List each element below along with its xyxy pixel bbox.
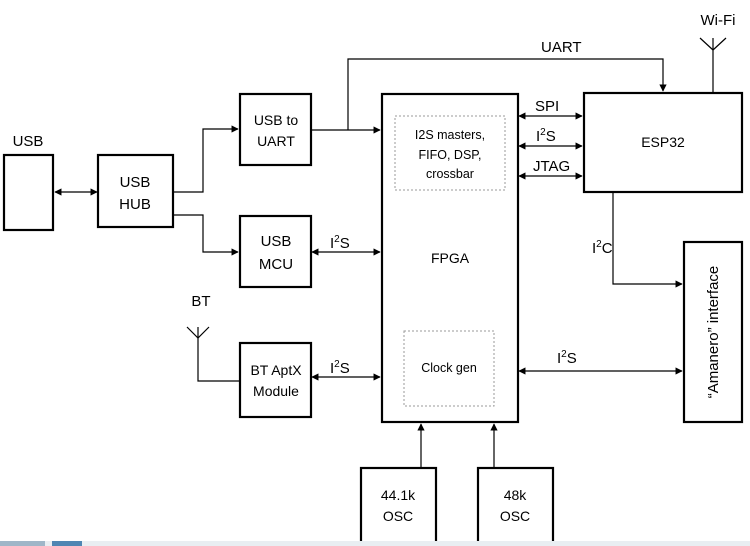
osc-44-1k-label-line2: OSC xyxy=(383,508,413,524)
esp32-label: ESP32 xyxy=(641,134,685,150)
bt-module-label-line1: BT AptX xyxy=(250,362,302,378)
wifi-antenna-icon xyxy=(699,37,727,93)
usb-hub-block: USB HUB xyxy=(96,153,175,229)
taskbar-item-1 xyxy=(0,541,45,546)
amanero-interface-block: “Amanero” interface xyxy=(682,240,744,424)
jtag-bus-label: JTAG xyxy=(533,158,570,175)
esp32-i2s-bus-label: I2S xyxy=(536,127,556,145)
clock-gen-label: Clock gen xyxy=(421,361,477,375)
osc-44-1k-block: 44.1k OSC xyxy=(359,466,438,546)
bt-antenna-icon xyxy=(186,326,240,382)
osc-44-1k-label-line1: 44.1k xyxy=(381,487,416,503)
usb-mcu-i2s-bus-label: I2S xyxy=(330,234,350,252)
uart-to-esp32-link xyxy=(347,58,667,130)
i2c-bus-label: I2C xyxy=(592,239,613,257)
amanero-interface-label: “Amanero” interface xyxy=(705,266,722,399)
uart-bus-label: UART xyxy=(541,39,582,56)
esp32-block: ESP32 xyxy=(582,91,744,194)
osc-48k-label-line2: OSC xyxy=(500,508,530,524)
usb-hub-label-line2: HUB xyxy=(119,196,151,213)
usb-connector-block: USB xyxy=(2,133,55,232)
bottom-taskbar-strip xyxy=(0,541,750,546)
fpga-core-line1: I2S masters, xyxy=(415,128,485,142)
fpga-block: I2S masters, FIFO, DSP, crossbar FPGA Cl… xyxy=(380,92,520,424)
fpga-core-line3: crossbar xyxy=(426,167,474,181)
usb-to-uart-label-line1: USB to xyxy=(254,112,299,128)
bt-module-block: BT AptX Module xyxy=(238,341,313,419)
taskbar-item-2 xyxy=(52,541,82,546)
fpga-label: FPGA xyxy=(431,250,470,266)
usb-mcu-label-line2: MCU xyxy=(259,256,293,273)
hub-to-usb-uart-link xyxy=(173,125,239,193)
usb-hub-label-line1: USB xyxy=(120,174,151,191)
bt-module-label-line2: Module xyxy=(253,383,299,399)
bt-label: BT xyxy=(191,293,210,310)
usb-mcu-block: USB MCU xyxy=(238,214,313,289)
osc-48k-block: 48k OSC xyxy=(476,466,555,546)
usb-label: USB xyxy=(13,133,44,150)
spi-bus-label: SPI xyxy=(535,98,559,115)
osc-48k-label-line1: 48k xyxy=(504,487,528,503)
i2c-link xyxy=(612,193,683,288)
usb-mcu-label-line1: USB xyxy=(261,233,292,250)
usb-to-uart-label-line2: UART xyxy=(257,133,295,149)
fpga-core-line2: FIFO, DSP, xyxy=(419,148,482,162)
wifi-label: Wi-Fi xyxy=(701,12,736,29)
amanero-i2s-bus-label: I2S xyxy=(557,349,577,367)
bt-i2s-bus-label: I2S xyxy=(330,359,350,377)
usb-to-uart-block: USB to UART xyxy=(238,92,313,167)
hub-to-usb-mcu-link xyxy=(173,214,239,256)
